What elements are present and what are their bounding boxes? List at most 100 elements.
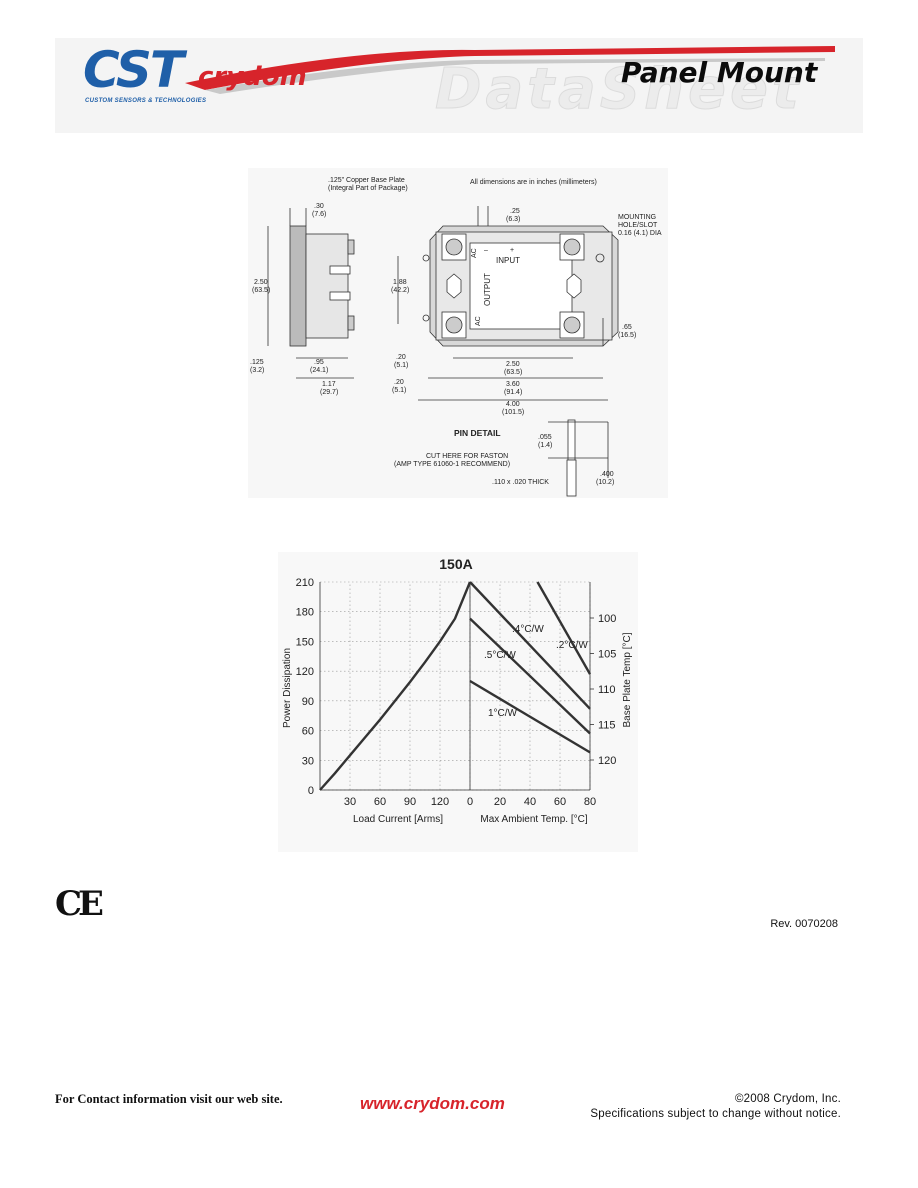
x-tick-label: 80 [584,796,596,808]
logo-crydom: crydom [198,62,307,92]
dim-400: 4.00 [506,401,520,408]
right-axis-tick-label: 120 [598,755,616,767]
x-tick-label: 30 [344,796,356,808]
mounting-note-3: 0.16 (4.1) DIA [618,230,662,237]
label-input: INPUT [496,256,520,265]
y-tick-label: 150 [296,636,314,648]
series-label: 1°C/W [488,708,518,719]
right-axis-tick-label: 105 [598,649,616,661]
dim-095-mm: (24.1) [310,367,328,374]
base-plate-note-1: .125" Copper Base Plate [328,177,405,184]
dimension-drawing-svg: .125" Copper Base Plate (Integral Part o… [248,168,668,498]
y-tick-label: 90 [302,696,314,708]
thermal-resistance-line [469,617,591,735]
x-tick-label: 40 [524,796,536,808]
chart-title: 150A [439,556,472,572]
y-tick-label: 0 [308,785,314,797]
logo-tagline: CUSTOM SENSORS & TECHNOLOGIES [85,98,207,104]
thermal-resistance-line [536,581,592,675]
label-output: OUTPUT [483,273,492,306]
dim-020-b: .20 [394,379,404,386]
mounting-note-1: MOUNTING [618,214,656,221]
x-axis-label-right: Max Ambient Temp. [°C] [480,814,587,825]
dim-0125: .125 [250,359,264,366]
header-swoosh [185,46,835,94]
power-dissipation-line [319,581,472,791]
y-axis-label-left: Power Dissipation [282,648,293,728]
x-tick-label: 0 [467,796,473,808]
right-axis-tick-label: 110 [598,684,616,696]
dim-400-mm: (101.5) [502,409,524,416]
dim-0400: .400 [600,471,614,478]
dim-117-mm: (29.7) [320,389,338,396]
dim-030: .30 [314,203,324,210]
dim-250-width: 2.50 [506,361,520,368]
cut-note-2: (AMP TYPE 61060-1 RECOMMEND) [394,461,510,468]
website-link[interactable]: www.crydom.com [360,1094,505,1113]
units-note: All dimensions are in inches (millimeter… [470,179,597,186]
dim-020-a: .20 [396,354,406,361]
contact-text: For Contact information visit our web si… [55,1092,283,1106]
x-tick-label: 60 [554,796,566,808]
dim-055: .055 [538,434,552,441]
label-ac-bottom: AC [475,316,482,326]
dim-065-mm: (16.5) [618,332,636,339]
x-tick-label: 90 [404,796,416,808]
datasheet-watermark: DataSheet [435,57,803,122]
copyright-line: ©2008 Crydom, Inc. [734,1093,841,1105]
label-plus: + [510,247,514,254]
cut-note-1: CUT HERE FOR FASTON [426,453,508,460]
dim-250-width-mm: (63.5) [504,369,522,376]
dim-0400-mm: (10.2) [596,479,614,486]
dimension-drawing: .125" Copper Base Plate (Integral Part o… [248,168,668,498]
pin-detail-title: PIN DETAIL [454,428,501,438]
thickness-note: .110 x .020 THICK [492,479,549,486]
mounting-note-2: HOLE/SLOT [618,222,658,229]
y-axis-label-right: Base Plate Temp [°C] [622,632,633,727]
dim-095: .95 [314,359,324,366]
disclaimer-line: Specifications subject to change without… [590,1108,841,1120]
dim-360-mm: (91.4) [504,389,522,396]
y-tick-label: 60 [302,726,314,738]
x-axis-label-left: Load Current [Arms] [353,814,443,825]
x-tick-label: 120 [431,796,449,808]
dim-055-mm: (1.4) [538,442,552,449]
y-tick-label: 120 [296,666,314,678]
derating-chart: 150A 0 30 60 90 120 150 180 210 30 60 90 120 0 20 40 60… [278,552,638,852]
y-tick-label: 30 [302,755,314,767]
dim-188: 1.88 [393,279,407,286]
dim-0125-mm: (3.2) [250,367,264,374]
thermal-resistance-line [469,679,591,754]
dim-020-a-mm: (5.1) [394,362,408,369]
revision-number: Rev. 0070208 [770,918,838,930]
dim-250-height-mm: (63.5) [252,287,270,294]
copyright-block: ©2008 Crydom, Inc. Specifications subjec… [560,1092,841,1122]
dim-117: 1.17 [322,381,336,388]
page-title: Panel Mount [621,56,818,89]
x-tick-label: 60 [374,796,386,808]
label-minus: – [484,247,488,254]
dim-030-mm: (7.6) [312,211,326,218]
dim-188-mm: (42.2) [391,287,409,294]
right-axis-tick-label: 115 [598,720,616,732]
dim-025-mm: (6.3) [506,216,520,223]
right-axis-tick-label: 100 [598,613,616,625]
dim-360: 3.60 [506,381,520,388]
logo-cst: CST [83,41,184,99]
dim-065: .65 [622,324,632,331]
ce-mark: CE [55,884,104,924]
base-plate-note-2: (Integral Part of Package) [328,185,408,192]
dim-025: .25 [510,208,520,215]
label-ac-top: AC [471,248,478,258]
y-tick-label: 180 [296,607,314,619]
derating-chart-svg: 150A 0 30 60 90 120 150 180 210 30 60 90 120 0 20 40 60… [278,552,638,852]
y-tick-label: 210 [296,577,314,589]
dim-250-height: 2.50 [254,279,268,286]
page-header: CST CUSTOM SENSORS & TECHNOLOGIES crydom… [55,38,863,133]
series-label: .4°C/W [512,624,544,635]
x-tick-label: 20 [494,796,506,808]
thermal-resistance-line [469,581,591,710]
series-label: .2°C/W [556,640,588,651]
series-label: .5°C/W [484,650,516,661]
dim-020-b-mm: (5.1) [392,387,406,394]
